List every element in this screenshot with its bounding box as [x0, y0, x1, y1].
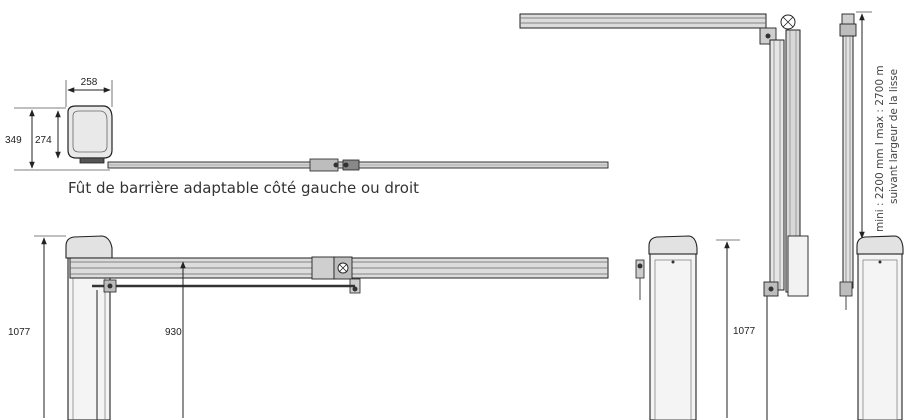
boom-top-view — [107, 158, 609, 172]
housing-width-dimension: 258 — [65, 77, 113, 107]
boom-height-label: 930 — [165, 327, 182, 338]
caption-text: Fût de barrière adaptable côté gauche ou… — [68, 179, 419, 197]
boom-length-note-line2: suivant largeur de la lisse — [888, 69, 900, 204]
raised-boom-assembly — [519, 13, 809, 420]
vertical-boom — [839, 13, 857, 310]
cabinet-right-view — [856, 235, 904, 420]
top-view: 258 349 274 Fût de barrière adaptable cô… — [5, 77, 609, 197]
side-height-dimension: 1077 — [716, 239, 756, 418]
housing-height-body-label: 274 — [35, 135, 52, 146]
left-height-label: 1077 — [8, 327, 31, 338]
housing-width-label: 258 — [81, 77, 98, 88]
boom-height-dimension: 930 — [165, 261, 186, 418]
side-view: 1077 — [519, 13, 809, 420]
housing-top — [67, 105, 113, 164]
boom-length-dimension — [856, 11, 872, 239]
left-height-dimension: 1077 — [8, 235, 66, 418]
housing-height-dimensions: 349 274 — [5, 107, 110, 171]
boom-front — [69, 256, 609, 294]
boom-length-note-line1: mini : 2200 mm I max : 2700 m — [874, 65, 886, 232]
support-arm — [92, 279, 355, 420]
front-view: 1077 930 — [8, 235, 609, 420]
cabinet-side-view — [635, 235, 698, 420]
right-view: mini : 2200 mm I max : 2700 m suivant la… — [839, 11, 904, 420]
side-height-label: 1077 — [733, 326, 756, 337]
housing-height-total-label: 349 — [5, 135, 22, 146]
